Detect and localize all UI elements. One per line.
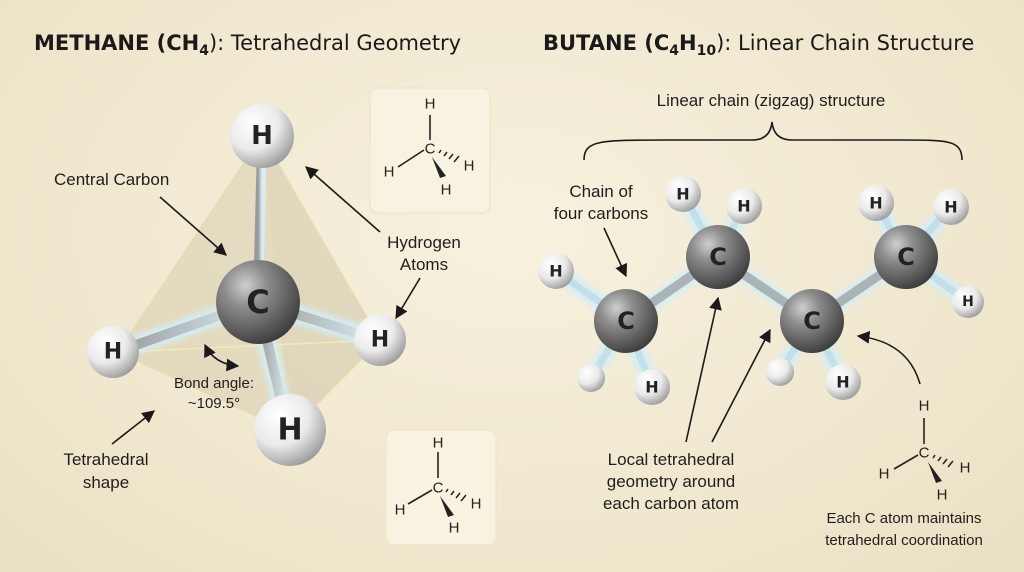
inset-bottom-box bbox=[385, 429, 497, 546]
inset-bottom-h-right: H bbox=[471, 496, 482, 513]
butane-carbon-3 bbox=[780, 289, 844, 353]
methane-hydrogen-left bbox=[87, 326, 139, 378]
svg-text:H: H bbox=[549, 262, 562, 281]
svg-text:H: H bbox=[836, 373, 849, 392]
label-central-carbon: Central Carbon bbox=[54, 170, 169, 189]
butane-h-6 bbox=[766, 358, 794, 386]
label-chain-2: four carbons bbox=[554, 204, 649, 223]
butane-h-7 bbox=[825, 364, 861, 400]
inset-top-h-bottom: H bbox=[441, 182, 452, 199]
svg-text:H: H bbox=[879, 466, 890, 483]
label-chain-1: Chain of bbox=[569, 182, 633, 201]
methane-hydrogen-bottom-label: H bbox=[277, 413, 302, 448]
arrow-hydrogen-top bbox=[305, 166, 381, 233]
label-hydrogen-1: Hydrogen bbox=[387, 233, 461, 252]
skeletal-butane-right: H C H H H bbox=[879, 398, 971, 504]
arrow-local-c3 bbox=[711, 328, 771, 443]
svg-text:H: H bbox=[869, 194, 882, 213]
arrow-each-c bbox=[856, 330, 921, 385]
svg-text:H: H bbox=[645, 378, 658, 397]
inset-top-h-top: H bbox=[425, 96, 436, 113]
linear-chain-brace bbox=[583, 121, 963, 161]
svg-text:H: H bbox=[737, 197, 750, 216]
svg-text:H: H bbox=[937, 487, 948, 504]
tetrahedron-edge-back bbox=[117, 339, 381, 353]
inset-top-h-right: H bbox=[464, 158, 475, 175]
butane-h-8 bbox=[858, 185, 894, 221]
methane-model: H H H C H bbox=[87, 104, 406, 466]
butane-h-9 bbox=[933, 189, 969, 225]
svg-text:H: H bbox=[944, 198, 957, 217]
inset-top-c: C bbox=[425, 141, 436, 158]
svg-text:H: H bbox=[676, 185, 689, 204]
butane-h-1 bbox=[538, 253, 574, 289]
label-linear-chain: Linear chain (zigzag) structure bbox=[657, 91, 886, 110]
svg-text:H: H bbox=[919, 398, 930, 415]
butane-model: H H H H H H H H C C C C bbox=[538, 176, 984, 405]
label-each-2: tetrahedral coordination bbox=[825, 532, 983, 549]
inset-top-h-left: H bbox=[384, 164, 395, 181]
butane-carbon-2 bbox=[686, 225, 750, 289]
svg-text:C: C bbox=[709, 243, 727, 271]
label-tetrahedral-1: Tetrahedral bbox=[63, 450, 148, 469]
svg-text:H: H bbox=[960, 460, 971, 477]
svg-text:C: C bbox=[803, 307, 821, 335]
label-hydrogen-2: Atoms bbox=[400, 255, 448, 274]
svg-text:C: C bbox=[897, 243, 915, 271]
svg-text:C: C bbox=[617, 307, 635, 335]
butane-h-10 bbox=[952, 286, 984, 318]
skeletal-inset-bottom: H C H H H bbox=[385, 429, 497, 546]
methane-carbon bbox=[216, 260, 300, 344]
label-local-3: each carbon atom bbox=[603, 494, 739, 513]
methane-title: METHANE (CH4): Tetrahedral Geometry bbox=[34, 31, 461, 59]
svg-text:C: C bbox=[919, 445, 930, 462]
arrow-hydrogen-right bbox=[395, 277, 421, 320]
svg-text:H: H bbox=[962, 294, 974, 310]
arrow-tetrahedral bbox=[111, 410, 156, 445]
butane-carbon-4 bbox=[874, 225, 938, 289]
methane-hydrogen-right-label: H bbox=[371, 328, 389, 353]
arrow-central-carbon bbox=[159, 196, 227, 256]
arrow-chain bbox=[603, 227, 628, 278]
butane-h-2 bbox=[577, 364, 605, 392]
methane-hydrogen-left-label: H bbox=[104, 340, 122, 365]
methane-carbon-label: C bbox=[246, 283, 269, 321]
methane-hydrogen-top-label: H bbox=[251, 121, 273, 151]
label-bond-angle-2: ~109.5° bbox=[188, 395, 240, 412]
label-tetrahedral-2: shape bbox=[83, 473, 129, 492]
label-bond-angle-1: Bond angle: bbox=[174, 375, 254, 392]
inset-bottom-h-bottom: H bbox=[449, 520, 460, 537]
inset-bottom-h-top: H bbox=[433, 435, 444, 452]
inset-bottom-h-left: H bbox=[395, 502, 406, 519]
arrow-local-c2 bbox=[685, 296, 722, 443]
skeletal-inset-top: H C H H H bbox=[369, 87, 491, 214]
inset-top-box bbox=[369, 87, 491, 214]
methane-hydrogen-bottom bbox=[254, 394, 326, 466]
butane-h-4 bbox=[665, 176, 701, 212]
label-local-1: Local tetrahedral bbox=[608, 450, 735, 469]
label-local-2: geometry around bbox=[607, 472, 736, 491]
methane-hydrogen-top bbox=[230, 104, 294, 168]
butane-title: BUTANE (C4H10): Linear Chain Structure bbox=[543, 31, 974, 59]
butane-carbon-1 bbox=[594, 289, 658, 353]
methane-hydrogen-right bbox=[354, 314, 406, 366]
butane-h-3 bbox=[634, 369, 670, 405]
inset-bottom-c: C bbox=[433, 480, 444, 497]
bond-angle-arc bbox=[204, 343, 240, 372]
butane-hydrogens: H H H H H H H H bbox=[538, 176, 984, 405]
butane-carbons: C C C C bbox=[594, 225, 938, 353]
label-each-1: Each C atom maintains bbox=[826, 510, 981, 527]
butane-h-5 bbox=[726, 188, 762, 224]
